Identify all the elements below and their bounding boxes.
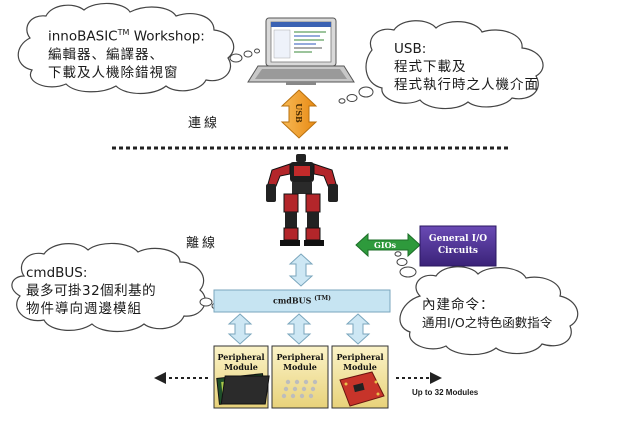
keypad-module-icon [220,375,318,405]
module-1-line-1: Peripheral [217,352,265,362]
peripheral-module-box-2 [271,345,329,409]
robot-bus-connector-arrow [288,253,314,287]
left-dotted-arrow [154,372,208,384]
builtin-bubble-line-1: 內建命令： [422,297,495,313]
builtin-cloud-bubble [394,251,579,356]
cmdbus-bar [213,289,391,313]
up-to-modules-label: Up to 32 Modules [412,388,479,397]
builtin-bubble-text: 內建命令： 通用I/O之特色函數指令 [422,296,552,332]
usb-arrow-label: USB [294,103,304,123]
right-dotted-arrow [396,372,442,384]
module-2-line-2: Module [283,362,317,372]
bus-module-connector-2 [286,313,312,345]
peripheral-module-label-3: Peripheral Module [332,352,388,372]
cmdbus-bar-label-text: cmdBUS [272,295,312,306]
usb-bubble-line-3: 程式執行時之人機介面 [394,77,539,93]
general-io-label: General I/O Circuits [420,233,496,257]
module-2-line-1: Peripheral [276,352,324,362]
peripheral-module-label-2: Peripheral Module [272,352,328,372]
usb-bubble-line-2: 程式下載及 [394,59,467,75]
usb-cloud-bubble [338,20,544,110]
usb-bubble-title: USB: [394,41,427,57]
connected-label: 連線 [188,116,221,131]
general-io-line-1: General I/O [428,234,488,244]
cmdbus-bubble-line-3: 物件導向週邊模組 [26,301,142,317]
driver-module-icon [339,371,385,407]
module-1-line-2: Module [224,362,258,372]
cmdbus-bubble-text: cmdBUS: 最多可掛32個利基的 物件導向週邊模組 [26,264,156,318]
peripheral-module-label-1: Peripheral Module [214,352,268,372]
workshop-line-3: 下載及人機除錯視窗 [48,64,179,81]
cmdbus-bar-label: cmdBUS (TM) [214,295,390,306]
workshop-cloud-bubble [17,2,260,95]
robot-icon [266,154,338,246]
usb-double-arrow [280,89,318,139]
laptop-icon [247,17,355,85]
cmdbus-bubble-title: cmdBUS: [26,265,88,281]
workshop-bubble-text: innoBASICTM Workshop: 編輯器、編譯器、 下載及人機除錯視窗 [48,24,205,82]
disconnected-label: 離線 [186,236,219,251]
bus-module-connector-1 [227,313,253,345]
general-io-line-2: Circuits [438,246,478,256]
module-3-line-1: Peripheral [336,352,384,362]
bus-module-connector-3 [345,313,371,345]
module-3-line-2: Module [343,362,377,372]
workshop-title-base: innoBASIC [48,28,118,45]
usb-bubble-text: USB: 程式下載及 程式執行時之人機介面 [394,40,539,94]
workshop-line-2: 編輯器、編譯器、 [48,46,164,63]
workshop-title-rest: Workshop: [129,28,205,45]
cmdbus-bubble-line-2: 最多可掛32個利基的 [26,283,157,299]
general-io-box [419,225,497,267]
cmdbus-bar-label-tm: (TM) [314,295,332,302]
workshop-title-tm: TM [117,28,130,37]
gio-arrow-label: GIOs [374,240,397,250]
builtin-bubble-line-2: 通用I/O之特色函數指令 [422,315,553,330]
